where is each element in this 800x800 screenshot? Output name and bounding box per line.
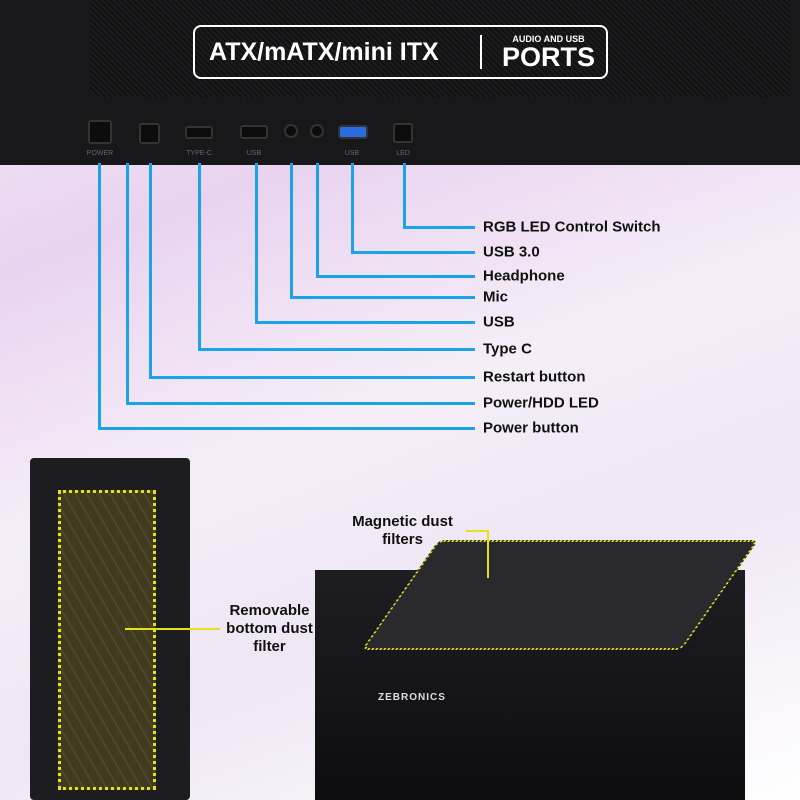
- callout-line: [98, 163, 101, 430]
- ports-subtitle: AUDIO AND USB: [512, 34, 585, 44]
- ports-title: PORTS: [502, 42, 596, 72]
- callout-line: [149, 163, 152, 379]
- usb-port: [240, 125, 268, 139]
- callout-usb: USB: [483, 313, 515, 331]
- callout-usb3: USB 3.0: [483, 243, 540, 261]
- usb3-port: [338, 125, 368, 139]
- headphone-jack: [310, 124, 324, 138]
- callout-line: [351, 251, 475, 254]
- brand-logo-text: ZEBRONICS: [378, 692, 446, 703]
- usb3-label: USB: [344, 150, 360, 157]
- type-c-port: [185, 126, 213, 139]
- top-mesh: [90, 0, 790, 97]
- callout-restart: Restart button: [483, 368, 586, 386]
- callout-line: [255, 163, 258, 324]
- divider: [480, 35, 482, 69]
- magnetic-filter-label: Magnetic dust filters: [352, 513, 453, 548]
- callout-line: [149, 376, 475, 379]
- mic-jack: [284, 124, 298, 138]
- callout-mic: Mic: [483, 288, 509, 306]
- callout-line: [351, 163, 354, 254]
- callout-line: [198, 163, 201, 351]
- callout-line: [98, 427, 475, 430]
- annotation-line: [466, 530, 488, 532]
- form-factor-text: ATX/mATX/mini ITX: [209, 37, 439, 66]
- callout-line: [316, 275, 475, 278]
- removable-filter-label: Removable bottom dust filter: [226, 602, 313, 655]
- callout-line: [290, 296, 475, 299]
- callout-line: [403, 226, 475, 229]
- typec-label: TYPE-C: [186, 150, 212, 157]
- annotation-line: [487, 530, 489, 578]
- callout-line: [290, 163, 293, 299]
- callout-line: [198, 348, 475, 351]
- callout-line: [403, 163, 406, 229]
- led-label: LED: [396, 150, 410, 157]
- callout-type-c: Type C: [483, 340, 532, 358]
- bottom-dust-filter: [58, 490, 156, 790]
- callout-power-button: Power button: [483, 419, 579, 437]
- power-button: [88, 120, 112, 144]
- callout-line: [126, 402, 475, 405]
- annotation-line: [125, 628, 220, 630]
- callout-line: [316, 163, 319, 278]
- callout-line: [126, 163, 129, 405]
- restart-button: [139, 123, 160, 144]
- callout-headphone: Headphone: [483, 267, 565, 285]
- callout-rgb-led: RGB LED Control Switch: [483, 218, 661, 236]
- callout-power-led: Power/HDD LED: [483, 394, 599, 412]
- callout-line: [255, 321, 475, 324]
- power-label: POWER: [86, 150, 114, 157]
- usb-label: USB: [246, 150, 262, 157]
- led-switch: [393, 123, 413, 143]
